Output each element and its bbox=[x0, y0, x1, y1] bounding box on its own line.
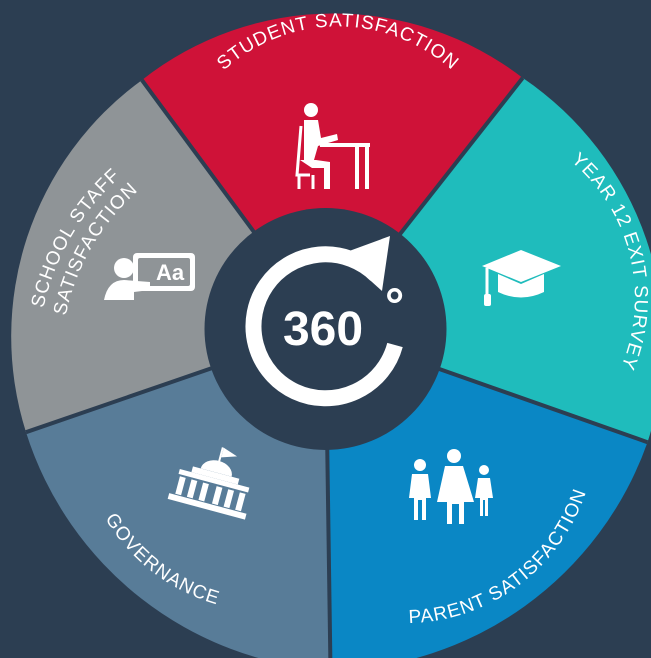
graduation-cap-icon bbox=[482, 250, 561, 306]
center-disc bbox=[204, 208, 447, 450]
student-at-desk-icon bbox=[295, 103, 370, 189]
capitol-building-icon bbox=[167, 447, 250, 520]
rotate-clockwise-icon bbox=[245, 236, 403, 407]
family-icon bbox=[409, 449, 493, 524]
whiteboard-text: Aa bbox=[156, 260, 185, 285]
degree-symbol: ° bbox=[385, 280, 404, 333]
segment-student-satisfaction bbox=[141, 13, 523, 329]
center-number: 360 bbox=[283, 303, 363, 356]
teacher-whiteboard-icon: Aa bbox=[104, 253, 195, 300]
